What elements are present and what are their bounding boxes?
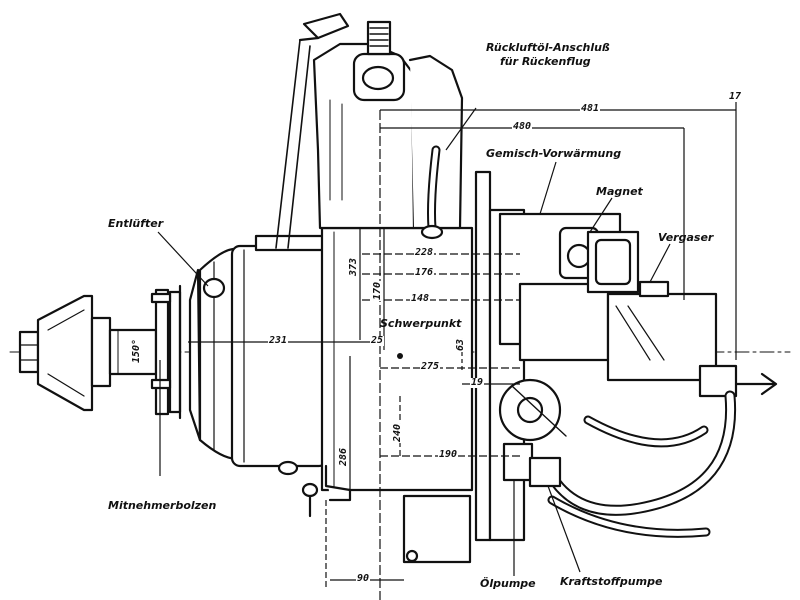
breather-label: Entlüfter — [108, 217, 164, 230]
mixture-preheating-label: Gemisch-Vorwärmung — [486, 147, 622, 160]
dim-25: 25 — [370, 335, 385, 346]
driving-bolt-label: Mitnehmerbolzen — [108, 499, 217, 512]
dim-17: 17 — [728, 91, 743, 102]
dim-481: 481 — [580, 103, 601, 114]
dim-231: 231 — [268, 335, 289, 346]
dim-190: 190 — [438, 449, 459, 460]
dim-148: 148 — [410, 293, 431, 304]
dim-170: 170 — [372, 280, 384, 302]
oil-pump-label: Ölpumpe — [480, 577, 536, 590]
dim-240: 240 — [392, 422, 404, 444]
dim-90: 90 — [356, 573, 371, 584]
center-of-gravity-label: Schwerpunkt — [380, 317, 462, 330]
dim-176: 176 — [414, 267, 435, 278]
leader-lines — [157, 107, 671, 576]
dim-150-diameter: 150° — [131, 337, 143, 365]
inverted-flight-label: für Rückenflug — [500, 55, 591, 68]
fuel-pump-body — [498, 378, 567, 488]
dim-286: 286 — [338, 446, 350, 468]
dim-373: 373 — [348, 256, 360, 278]
dim-19: 19 — [470, 377, 485, 388]
dim-480: 480 — [512, 121, 533, 132]
dim-63: 63 — [455, 337, 467, 353]
dim-275: 275 — [420, 361, 441, 372]
cylinder — [275, 12, 464, 249]
propeller-hub — [18, 284, 182, 420]
fuel-pipe-outer — [542, 390, 737, 516]
crankcase — [230, 226, 474, 518]
magneto-label: Magnet — [596, 185, 643, 198]
carburetor — [606, 280, 778, 398]
center-of-gravity-marker — [397, 353, 403, 359]
fuel-pump-label: Kraftstoffpumpe — [560, 575, 663, 588]
carburetor-label: Vergaser — [658, 231, 714, 244]
dim-228: 228 — [414, 247, 435, 258]
magneto — [586, 230, 640, 294]
return-oil-connection-label: Rückluftöl-Anschluß — [486, 41, 610, 54]
